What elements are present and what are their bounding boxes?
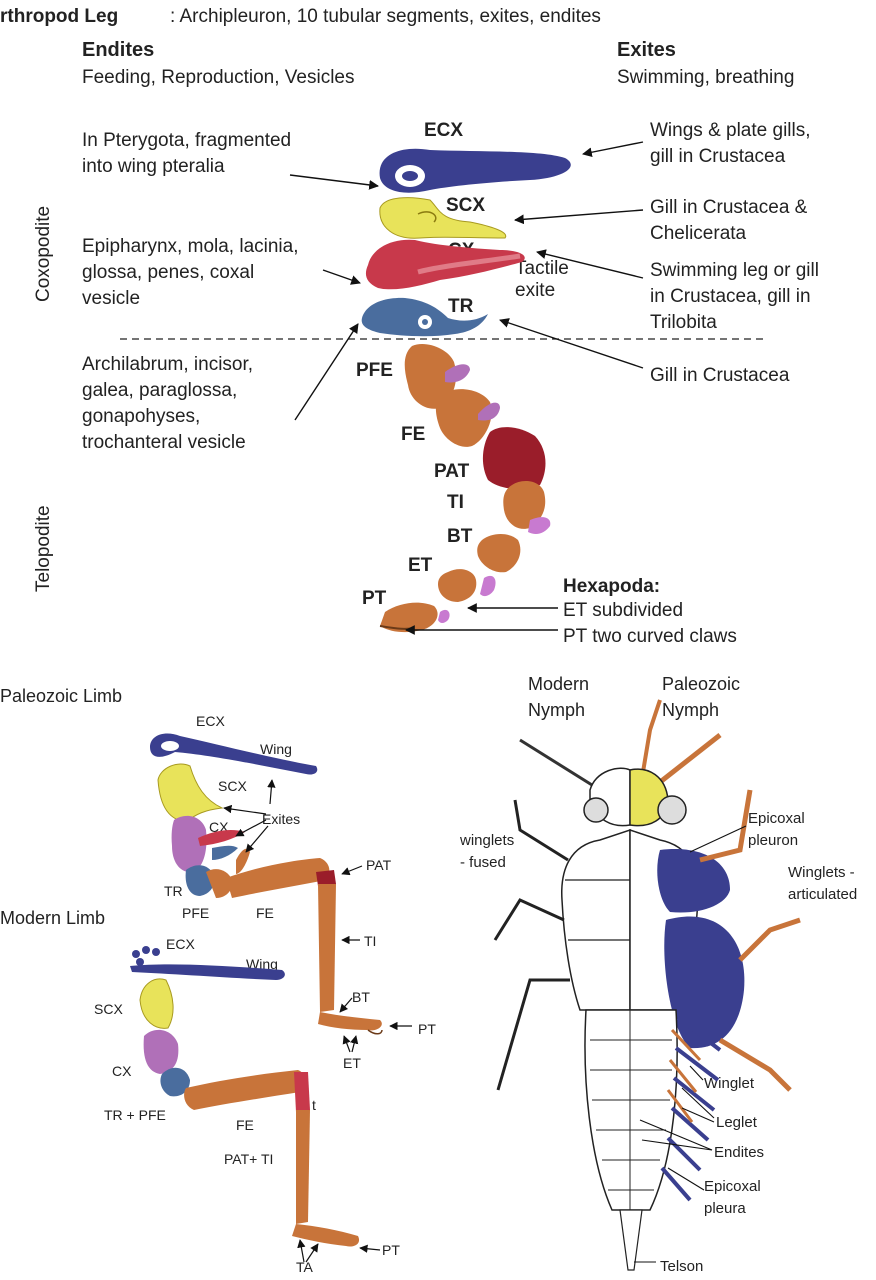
annotation-arrows xyxy=(290,142,643,630)
et-segment xyxy=(438,569,476,602)
paleo-arrows xyxy=(224,780,412,1052)
bt-segment xyxy=(477,534,520,572)
paleo-scx xyxy=(158,764,222,822)
paleo-tarsus xyxy=(318,1012,382,1030)
modern-tibia-joint xyxy=(294,1072,310,1112)
modern-thorax xyxy=(562,830,630,1010)
modern-tarsus xyxy=(292,1224,359,1247)
modern-fe xyxy=(184,1070,306,1110)
paleo-winglet-1 xyxy=(657,849,730,912)
pat-segment xyxy=(483,427,546,489)
paleo-eye xyxy=(658,796,686,824)
paleo-ti xyxy=(318,884,336,1012)
modern-wing xyxy=(130,964,285,980)
telson xyxy=(620,1210,642,1270)
modern-cx xyxy=(144,1030,179,1074)
modern-eye xyxy=(584,798,608,822)
main-leg xyxy=(362,149,571,632)
paleo-pat xyxy=(316,870,336,886)
nymph-drawing xyxy=(495,700,800,1270)
modern-antenna xyxy=(520,740,600,790)
modern-scx xyxy=(140,979,173,1028)
paleozoic-limb xyxy=(150,733,382,1033)
scx-segment xyxy=(380,198,506,239)
modern-patti xyxy=(296,1110,310,1224)
